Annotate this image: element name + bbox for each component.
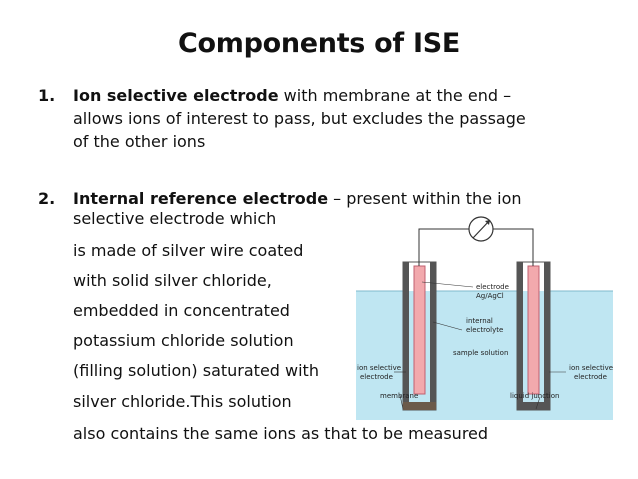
label-ise-left-2: electrode <box>360 373 393 381</box>
item-2-heading: Internal reference electrode – present w… <box>73 189 522 209</box>
left-electrode-wall-left <box>403 262 409 402</box>
item-2-line-2: is made of silver wire coated <box>73 241 304 260</box>
left-membrane <box>403 402 436 410</box>
item-2-line-7: silver chloride.This solution <box>73 392 292 411</box>
right-wire <box>493 228 534 266</box>
right-liquid-junction <box>517 402 550 410</box>
item-1-rest: with membrane at the end – <box>278 86 512 105</box>
item-2-line-3: with solid silver chloride, <box>73 271 272 290</box>
label-electrode: electrode <box>476 283 509 291</box>
label-liquid-junction: liquid junction <box>510 392 559 400</box>
left-wire <box>418 228 469 266</box>
sample-solution-fill <box>356 291 613 420</box>
item-2-rest: – present within the ion <box>328 189 522 208</box>
item-2-line-6: (filling solution) saturated with <box>73 361 319 380</box>
item-2-line-4: embedded in concentrated <box>73 301 290 320</box>
label-membrane: membrane <box>380 392 418 400</box>
item-1-line-2: of the other ions <box>73 132 206 151</box>
label-ise-left-1: ion selective <box>357 364 401 372</box>
item-1-heading: Ion selective electrode with membrane at… <box>73 86 511 106</box>
pointer-electrode <box>421 281 474 288</box>
item-2-number: 2. <box>38 189 56 208</box>
item-2-lead: Internal reference electrode <box>73 189 329 208</box>
right-electrode-wall-right <box>544 262 550 402</box>
pointer-electrolyte <box>432 321 463 331</box>
pointer-liquid-junction <box>535 396 541 410</box>
left-internal-electrode <box>413 265 426 395</box>
label-ise-right-2: electrode <box>574 373 607 381</box>
item-2-line-5: potassium chloride solution <box>73 331 294 350</box>
label-electrolyte: electrolyte <box>466 326 503 334</box>
label-sample-solution: sample solution <box>453 349 508 357</box>
label-internal: internal <box>466 317 493 325</box>
item-1-number: 1. <box>38 86 56 105</box>
item-1-lead: Ion selective electrode <box>73 86 279 105</box>
voltmeter-arrow <box>485 220 490 225</box>
slide-title: Components of ISE <box>177 28 461 59</box>
item-2-line-8: also contains the same ions as that to b… <box>73 424 489 443</box>
item-2-line-1: selective electrode which <box>73 209 277 228</box>
pointer-membrane <box>399 394 404 410</box>
right-internal-electrode <box>527 265 540 395</box>
left-electrode-wall-right <box>430 262 436 402</box>
item-1-line-1: allows ions of interest to pass, but exc… <box>73 109 526 128</box>
label-ag-agcl: Ag/AgCl <box>476 292 504 300</box>
label-ise-right-1: ion selective <box>569 364 613 372</box>
right-electrode-wall-left <box>517 262 523 402</box>
